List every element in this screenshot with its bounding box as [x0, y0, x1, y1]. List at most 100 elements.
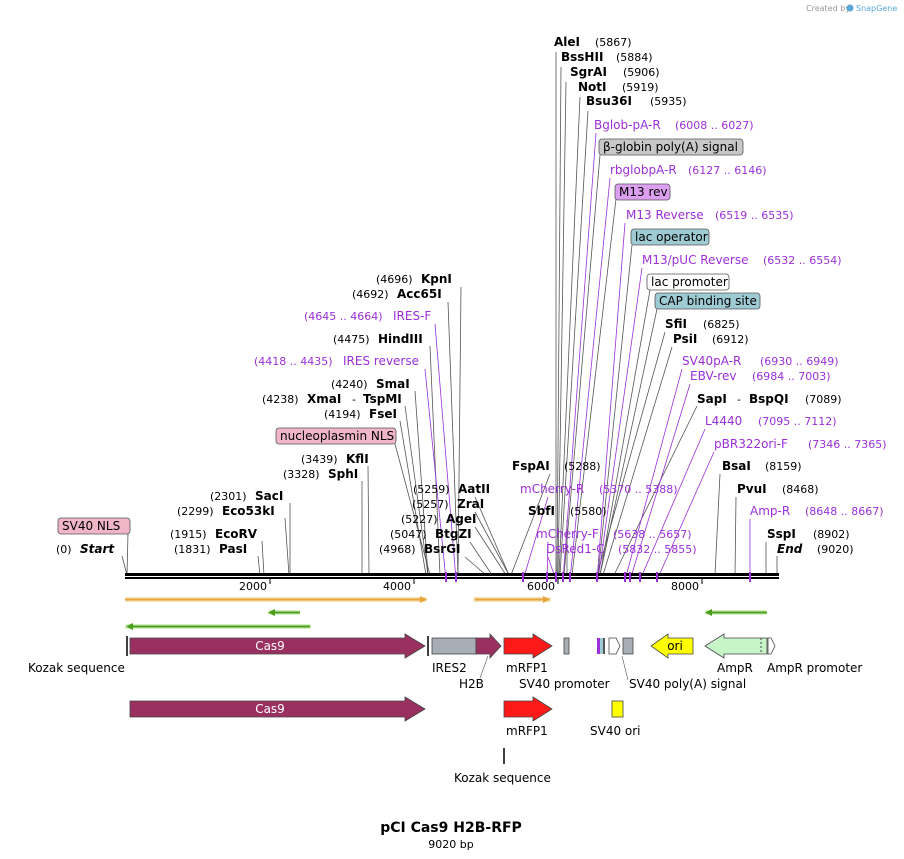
primer-rbglob[interactable]: rbglobpA-R (6127 .. 6146)	[610, 163, 767, 177]
site-bsrgi[interactable]: (4968) BsrGI	[379, 542, 461, 556]
primer-iresf[interactable]: (4645 .. 4664) IRES-F	[304, 309, 431, 323]
h2b-arrow[interactable]	[475, 632, 502, 660]
lacprom-box	[646, 273, 730, 291]
site-eco53ki[interactable]: (2299) Eco53kI	[177, 504, 275, 518]
site-pvui[interactable]: PvuI (8468)	[737, 482, 819, 496]
sv40-ori-box[interactable]	[611, 700, 624, 718]
mrfp1-b-arrow[interactable]	[503, 696, 553, 722]
primer-leader-pbr322	[656, 451, 715, 581]
mrfp1-arrow[interactable]	[503, 633, 553, 659]
feature-ori[interactable]: ori	[650, 633, 694, 659]
ori-arrow	[650, 633, 694, 659]
leader-bsrgi	[464, 556, 487, 576]
mrfp1-b-label: mRFP1	[506, 724, 548, 738]
site-fsei[interactable]: (4194) FseI	[324, 407, 397, 421]
site-aatii[interactable]: (5259) AatII	[413, 482, 490, 496]
feature-box-m13rev[interactable]: M13 rev	[614, 183, 671, 201]
site-btgzi[interactable]: (5047) BtgZI	[390, 527, 472, 541]
feature-track-2: Cas9	[129, 696, 624, 764]
ires2-box[interactable]	[431, 637, 477, 655]
site-sbfi[interactable]: SbfI (5580)	[528, 504, 607, 518]
primer-dsred[interactable]: DsRed1-C (5832 .. 5855)	[546, 542, 697, 556]
feature-cas9-translation[interactable]: Cas9	[129, 696, 426, 722]
primer-sv40pa[interactable]: SV40pA-R (6930 .. 6949)	[682, 354, 839, 368]
site-pasi[interactable]: (1831) PasI	[174, 542, 247, 556]
site-sapi-bspqi[interactable]: SapI - BspQI (7089)	[697, 392, 842, 406]
primer-l4440[interactable]: L4440 (7095 .. 7112)	[705, 414, 837, 428]
primer-ebv[interactable]: EBV-rev (6984 .. 7003)	[690, 369, 831, 383]
site-hindiii[interactable]: (4475) HindIII	[333, 332, 423, 346]
primer-m13puc[interactable]: M13/pUC Reverse (6532 .. 6554)	[642, 253, 842, 267]
feature-box-lacop[interactable]: lac operator	[630, 228, 710, 246]
site-kpni-name: KpnI	[421, 272, 452, 286]
feature-box-cap[interactable]: CAP binding site	[654, 292, 761, 310]
site-sphi[interactable]: (3328) SphI	[283, 467, 358, 481]
site-end[interactable]: End (9020)	[777, 542, 854, 556]
sv40-polya-box[interactable]	[622, 637, 634, 655]
orf-track	[125, 596, 767, 630]
site-bsai[interactable]: BsaI (8159)	[722, 459, 802, 473]
leader-bsu36i	[559, 110, 589, 576]
site-start[interactable]: (0) Start	[56, 542, 115, 556]
feature-box-lacprom[interactable]: lac promoter	[646, 273, 730, 291]
site-sfii[interactable]: SfiI (6825)	[665, 317, 740, 331]
site-zrai[interactable]: (5257) ZraI	[412, 497, 484, 511]
primer-mcherryr-name: mCherry-R	[520, 482, 584, 496]
site-bspqi-pos: (7089)	[805, 393, 842, 406]
leader-sapi	[613, 405, 698, 576]
primer-ebv-range: (6984 .. 7003)	[752, 370, 831, 383]
leader-psii	[602, 346, 673, 576]
site-kfli-pos: (3439)	[301, 453, 338, 466]
site-bsu36i[interactable]: Bsu36I (5935)	[586, 94, 687, 108]
leader-ecorv	[261, 540, 265, 576]
site-agei[interactable]: (5227) AgeI	[401, 512, 476, 526]
site-sspi[interactable]: SspI (8902)	[767, 527, 850, 541]
cap-label: CAP binding site	[659, 294, 757, 308]
primer-pbr322[interactable]: pBR322ori-F (7346 .. 7365)	[714, 437, 887, 451]
feature-box-betaglobin[interactable]: β-globin poly(A) signal	[598, 138, 744, 156]
site-bsshii-name: BssHII	[561, 50, 603, 64]
primer-ampr[interactable]: Amp-R (8648 .. 8667)	[750, 504, 884, 518]
ampr-promoter-arrow[interactable]	[767, 637, 776, 655]
betaglobin-label: β-globin poly(A) signal	[603, 140, 738, 154]
site-alei[interactable]: AleI (5867)	[554, 35, 632, 49]
site-kpni[interactable]: (4696) KpnI	[376, 272, 452, 286]
site-sapi-name: SapI	[697, 392, 727, 406]
site-hindiii-pos: (4475)	[333, 333, 370, 346]
site-bsshii[interactable]: BssHII (5884)	[561, 50, 653, 64]
primer-pbr322-name: pBR322ori-F	[714, 437, 788, 451]
primer-iresrev[interactable]: (4418 .. 4435) IRES reverse	[254, 354, 419, 368]
sv40-promoter-label: SV40 promoter	[519, 677, 610, 691]
feature-box-sv40nls[interactable]: SV40 NLS	[57, 517, 131, 535]
primer-leader-rbglob	[569, 177, 611, 581]
feature-cas9[interactable]: Cas9	[129, 633, 426, 659]
small-feature-box[interactable]	[563, 637, 570, 655]
leader-bsshii	[556, 66, 562, 576]
kozak-2-label: Kozak sequence	[454, 771, 551, 785]
lac-promoter-arrow[interactable]	[608, 637, 621, 655]
snapgene-logo-icon	[846, 4, 854, 12]
primer-bglob[interactable]: Bglob-pA-R (6008 .. 6027)	[594, 118, 754, 132]
site-saci[interactable]: (2301) SacI	[210, 489, 283, 503]
site-smai[interactable]: (4240) SmaI	[331, 377, 410, 391]
site-noti[interactable]: NotI (5919)	[578, 80, 659, 94]
site-ecorv-name: EcoRV	[215, 527, 258, 541]
primer-m13rev[interactable]: M13 Reverse (6519 .. 6535)	[626, 208, 794, 222]
feature-box-nucleoplasmin[interactable]: nucleoplasmin NLS	[275, 427, 397, 445]
site-xmai-tspmi[interactable]: (4238) XmaI - TspMI	[262, 392, 402, 406]
ampr-arrow[interactable]	[704, 633, 768, 659]
site-sfii-pos: (6825)	[703, 318, 740, 331]
site-acc65i[interactable]: (4692) Acc65I	[352, 287, 442, 301]
site-kfli[interactable]: (3439) KflI	[301, 452, 369, 466]
site-kfli-name: KflI	[346, 452, 369, 466]
site-psii[interactable]: PsiI (6912)	[673, 332, 749, 346]
primer-mcherryr[interactable]: mCherry-R (5370 .. 5388)	[520, 482, 678, 496]
primer-mcherryf[interactable]: mCherry-F (5638 .. 5657)	[536, 527, 692, 541]
primer-leader-dsred	[547, 556, 557, 581]
site-ecorv[interactable]: (1915) EcoRV	[170, 527, 258, 541]
site-sgrai[interactable]: SgrAI (5906)	[570, 65, 660, 79]
site-fspai[interactable]: FspAI (5288)	[512, 459, 601, 473]
site-saci-pos: (2301)	[210, 490, 247, 503]
primer-leader-iresf	[434, 323, 457, 581]
site-start-name: Start	[80, 542, 115, 556]
